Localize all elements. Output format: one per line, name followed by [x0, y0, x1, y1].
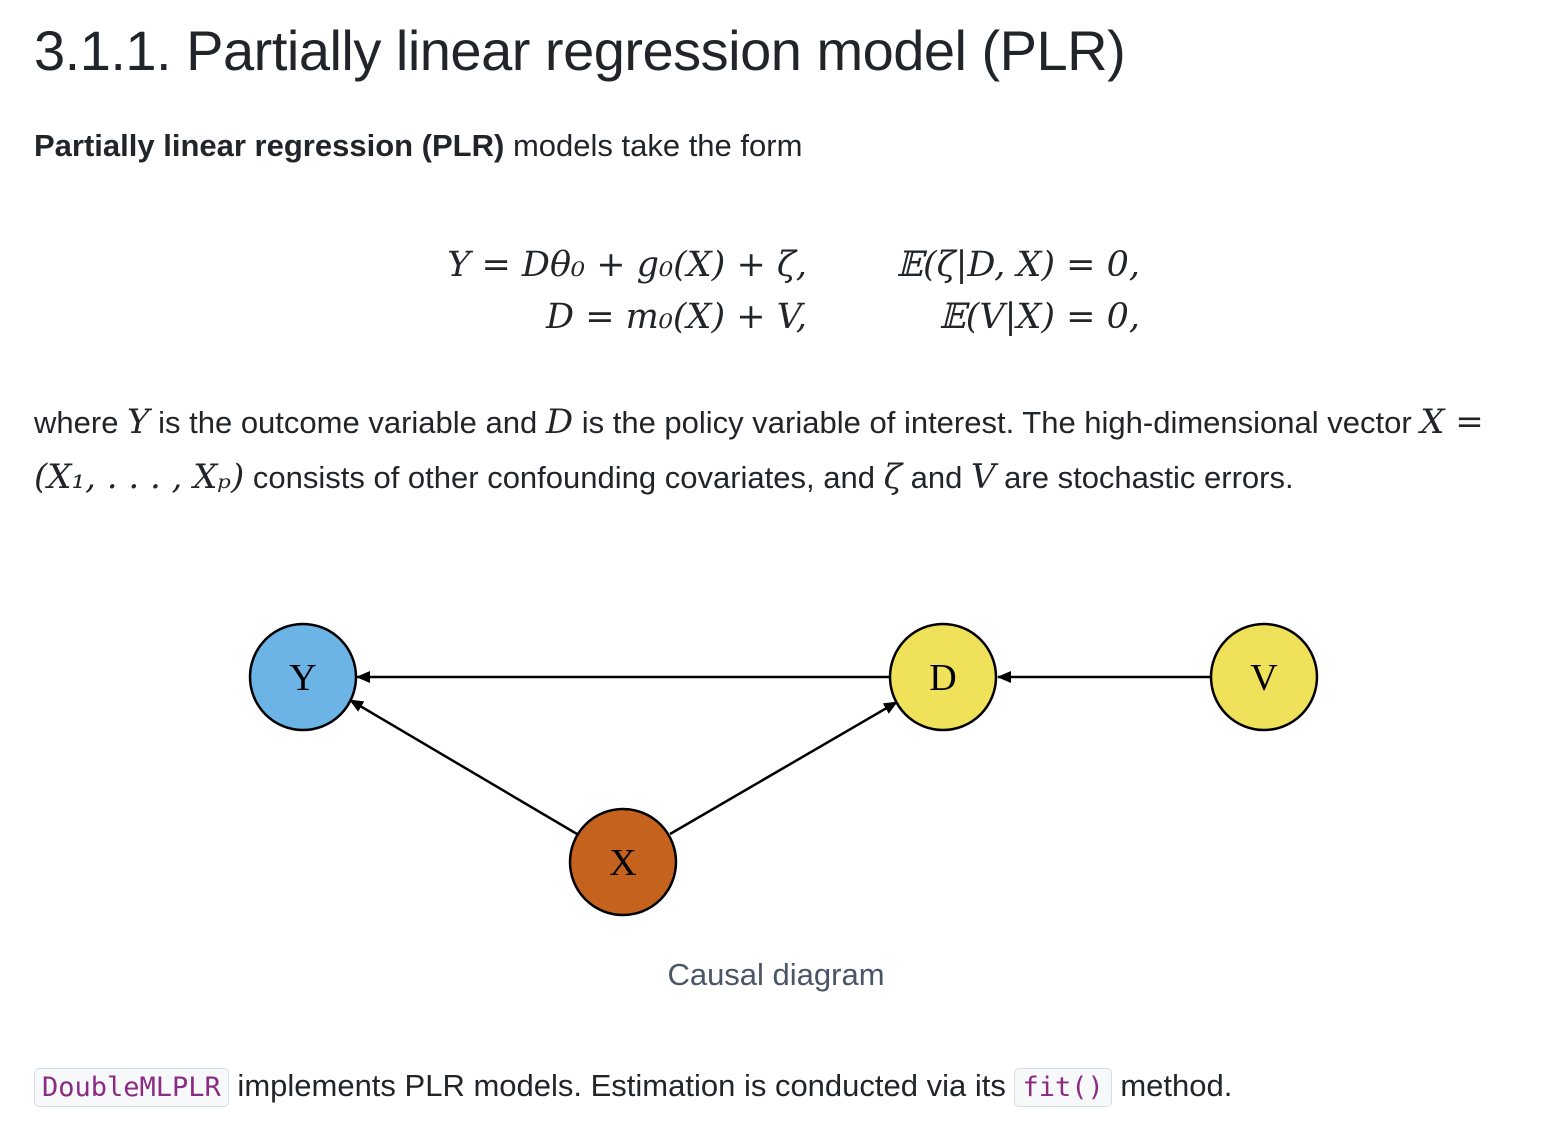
node-y: Y — [248, 622, 358, 732]
node-d-label: D — [929, 657, 956, 699]
equation-row1-left: Y = Dθ₀ + g₀(X) + ζ, — [447, 245, 807, 285]
math-x-vector: X = (X₁, . . . , Xₚ) — [34, 402, 1484, 497]
node-d-circle — [888, 622, 998, 732]
section-heading: 3.1.1. Partially linear regression model… — [34, 19, 1126, 82]
edge-x-to-d — [669, 700, 898, 836]
code-fit-link[interactable]: fit() — [1014, 1068, 1112, 1107]
equation-row2-right: 𝔼(V|X) = 0, — [939, 297, 1140, 337]
math-y: Y — [127, 402, 150, 442]
math-d: D — [545, 402, 574, 442]
node-y-label: Y — [289, 657, 316, 699]
edge-x-to-y — [349, 698, 578, 836]
code-doublemlplr-link[interactable]: DoubleMLPLR — [34, 1068, 229, 1107]
equation-row2-left: D = m₀(X) + V, — [546, 297, 807, 337]
math-v: V — [970, 457, 996, 497]
bottom-text: DoubleMLPLR implements PLR models. Estim… — [34, 1068, 1232, 1107]
description-paragraph: where Y is the outcome variable and D is… — [34, 402, 1484, 497]
node-d: D — [888, 622, 998, 732]
node-x-label: X — [609, 842, 636, 884]
node-y-circle — [248, 622, 358, 732]
intro-bold-term: Partially linear regression (PLR) — [34, 128, 505, 163]
node-v-label: V — [1250, 657, 1278, 699]
equation-row1-right: 𝔼(ζ|D, X) = 0, — [896, 245, 1140, 285]
intro-text: Partially linear regression (PLR) models… — [34, 128, 802, 164]
node-x: X — [568, 807, 678, 917]
node-v-circle — [1209, 622, 1319, 732]
node-v: V — [1209, 622, 1319, 732]
figure-caption: Causal diagram — [667, 957, 885, 992]
math-zeta: ζ — [883, 457, 903, 497]
intro-rest: models take the form — [504, 128, 803, 163]
node-x-circle — [568, 807, 678, 917]
